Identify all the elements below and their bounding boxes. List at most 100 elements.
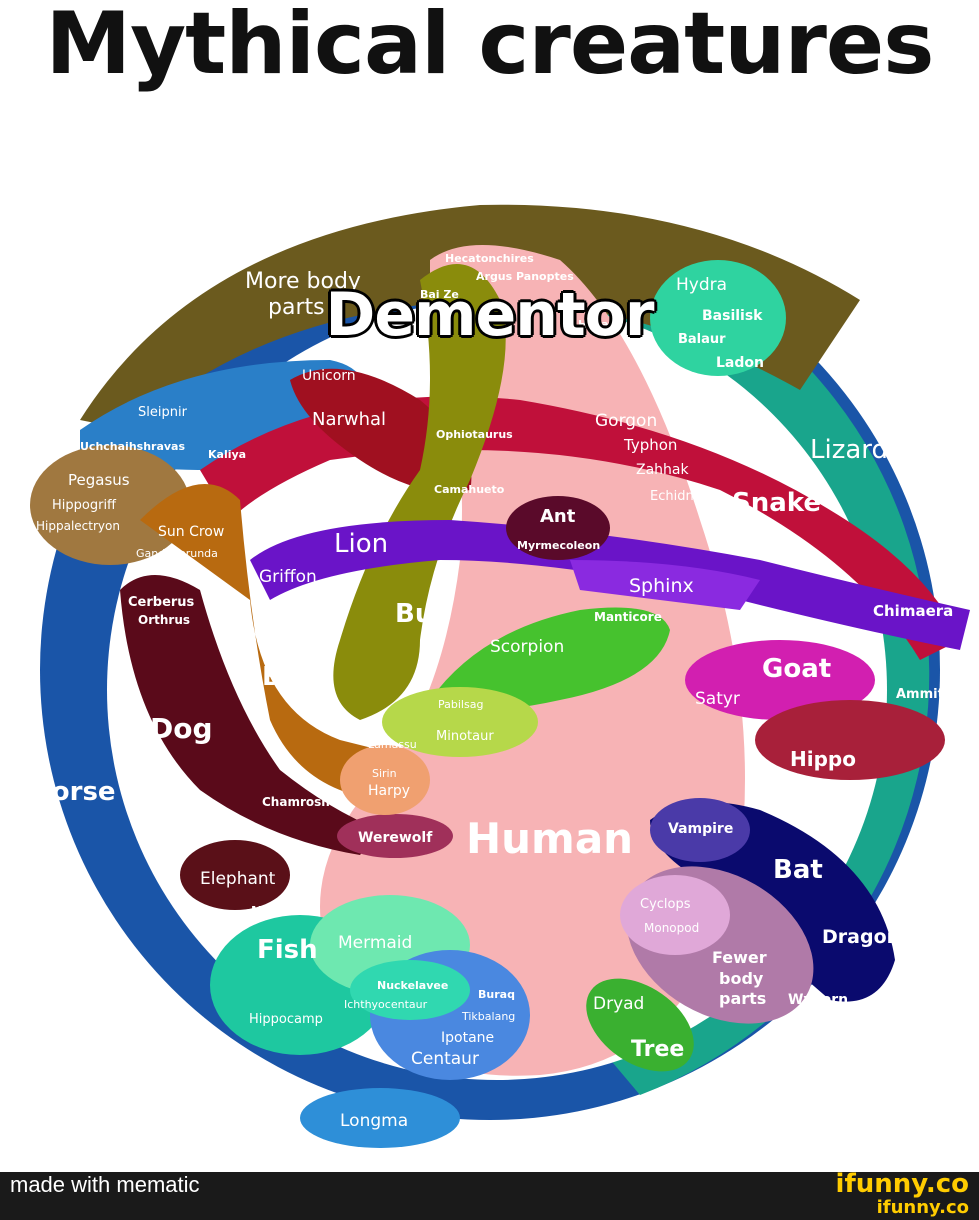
label-ophiotaurus: Ophiotaurus — [436, 428, 513, 441]
label-fish: Fish — [257, 935, 318, 965]
label-gandaberunda: Gandaberunda — [136, 547, 218, 560]
label-uchchaihshravas: Uchchaihshravas — [80, 440, 185, 453]
footer-watermark: ifunny.co ifunny.co — [835, 1169, 969, 1220]
lion-region — [250, 520, 970, 650]
watermark-subtext: ifunny.co — [876, 1197, 969, 1218]
label-basilisk: Basilisk — [702, 308, 763, 324]
label-ladon: Ladon — [716, 355, 764, 371]
page-title: Mythical creatures — [45, 0, 935, 94]
label-human: Human — [466, 814, 633, 863]
label-ichthyocentaur: Ichthyocentaur — [344, 998, 428, 1011]
footer-bar: made with mematic ifunny.co ifunny.co — [0, 1169, 979, 1220]
label-zahhak: Zahhak — [636, 462, 689, 478]
label-parts: parts — [268, 295, 325, 320]
label-bai-ze: Bai Ze — [420, 288, 459, 301]
bull-region — [333, 264, 506, 720]
label-orthrus: Orthrus — [138, 613, 190, 627]
longma-region — [300, 1088, 460, 1148]
scorpion-region — [430, 607, 670, 710]
label-longma: Longma — [340, 1111, 408, 1131]
venn-diagram: More body parts Hecatonchires Argus Pano… — [30, 204, 970, 1148]
label-scorpion: Scorpion — [490, 637, 564, 657]
label-cyclops: Cyclops — [640, 897, 691, 912]
hippo-region — [755, 700, 945, 780]
label-goat: Goat — [762, 654, 831, 684]
label-hippogriff: Hippogriff — [52, 498, 117, 513]
label-sleipnir: Sleipnir — [138, 405, 188, 420]
label-chimaera: Chimaera — [873, 602, 953, 620]
label-cerberus: Cerberus — [128, 595, 195, 610]
meme-caption: Dementor — [325, 280, 655, 350]
label-lion: Lion — [334, 529, 388, 559]
label-typhon: Typhon — [623, 436, 677, 454]
label-camahueto: Camahueto — [434, 483, 505, 496]
label-myrmecoleon: Myrmecoleon — [517, 539, 600, 552]
label-wyvern: Wyvern — [788, 992, 848, 1008]
label-hippocamp: Hippocamp — [249, 1012, 323, 1027]
ant-region — [506, 496, 610, 560]
label-griffon: Griffon — [259, 567, 317, 587]
label-harpy: Harpy — [368, 783, 410, 799]
label-bird: Bird — [262, 662, 322, 692]
label-fewer-parts: parts — [719, 989, 766, 1008]
snake-region — [200, 396, 960, 660]
label-mermaid: Mermaid — [338, 933, 412, 953]
bird-region — [140, 484, 420, 800]
label-snake: Snake — [732, 488, 821, 518]
label-balaur: Balaur — [678, 332, 726, 347]
label-centaur: Centaur — [411, 1049, 479, 1069]
label-echidna: Echidna — [650, 489, 702, 504]
label-hecatonchires: Hecatonchires — [445, 252, 534, 265]
label-hippo: Hippo — [790, 747, 856, 771]
label-manticore: Manticore — [594, 610, 662, 624]
footer-credit: made with mematic — [10, 1172, 200, 1197]
label-buraq: Buraq — [478, 988, 515, 1001]
label-tree: Tree — [631, 1037, 684, 1062]
pegasus-region — [30, 445, 190, 565]
watermark-text: ifunny.co — [835, 1169, 969, 1199]
label-hippalectryon: Hippalectryon — [36, 519, 120, 533]
label-pegasus: Pegasus — [68, 471, 130, 489]
label-satyr: Satyr — [695, 689, 740, 709]
label-horse: Horse — [30, 777, 116, 807]
harpy-region — [340, 745, 430, 815]
goat-region — [685, 640, 875, 720]
label-unicorn: Unicorn — [302, 368, 356, 384]
label-hecate: Hecate — [578, 318, 621, 331]
elephant-region — [180, 840, 290, 910]
more-body-region — [80, 204, 860, 430]
nuckelavee-region — [350, 960, 470, 1020]
label-bat: Bat — [773, 855, 823, 885]
label-pabilsag: Pabilsag — [438, 698, 483, 711]
label-chamrosh: Chamrosh — [262, 795, 330, 809]
label-dryad: Dryad — [593, 994, 644, 1014]
label-ant: Ant — [540, 506, 576, 527]
label-lizard: Lizard — [810, 435, 888, 465]
label-sirin: Sirin — [372, 767, 397, 780]
label-lamassu: Lamassu — [368, 738, 417, 751]
label-ipotane: Ipotane — [441, 1030, 494, 1046]
label-bull: Bull — [395, 599, 451, 629]
cyclops-region — [620, 875, 730, 955]
label-nuckelavee: Nuckelavee — [377, 979, 448, 992]
label-dog: Dog — [150, 712, 213, 745]
minotaur-region — [382, 687, 538, 757]
label-sphinx: Sphinx — [629, 575, 694, 597]
label-fewer: Fewer — [712, 948, 767, 967]
sphinx-region — [570, 560, 760, 610]
label-dragon: Dragon — [822, 926, 900, 948]
label-minotaur: Minotaur — [436, 729, 494, 744]
label-sun-crow: Sun Crow — [158, 524, 224, 540]
label-vampire: Vampire — [668, 821, 733, 837]
label-elephant: Elephant — [200, 869, 276, 889]
tree-region — [586, 978, 694, 1072]
label-cockatrice: Cockatrice — [246, 503, 309, 517]
dog-region — [120, 575, 380, 855]
label-tikbalang: Tikbalang — [461, 1010, 515, 1023]
werewolf-region — [337, 814, 453, 858]
label-gorgon: Gorgon — [595, 411, 657, 431]
label-makara: Makara — [251, 904, 301, 918]
label-ammit: Ammit — [896, 687, 944, 702]
label-more-body: More body — [245, 269, 361, 294]
label-narwhal: Narwhal — [312, 409, 386, 430]
